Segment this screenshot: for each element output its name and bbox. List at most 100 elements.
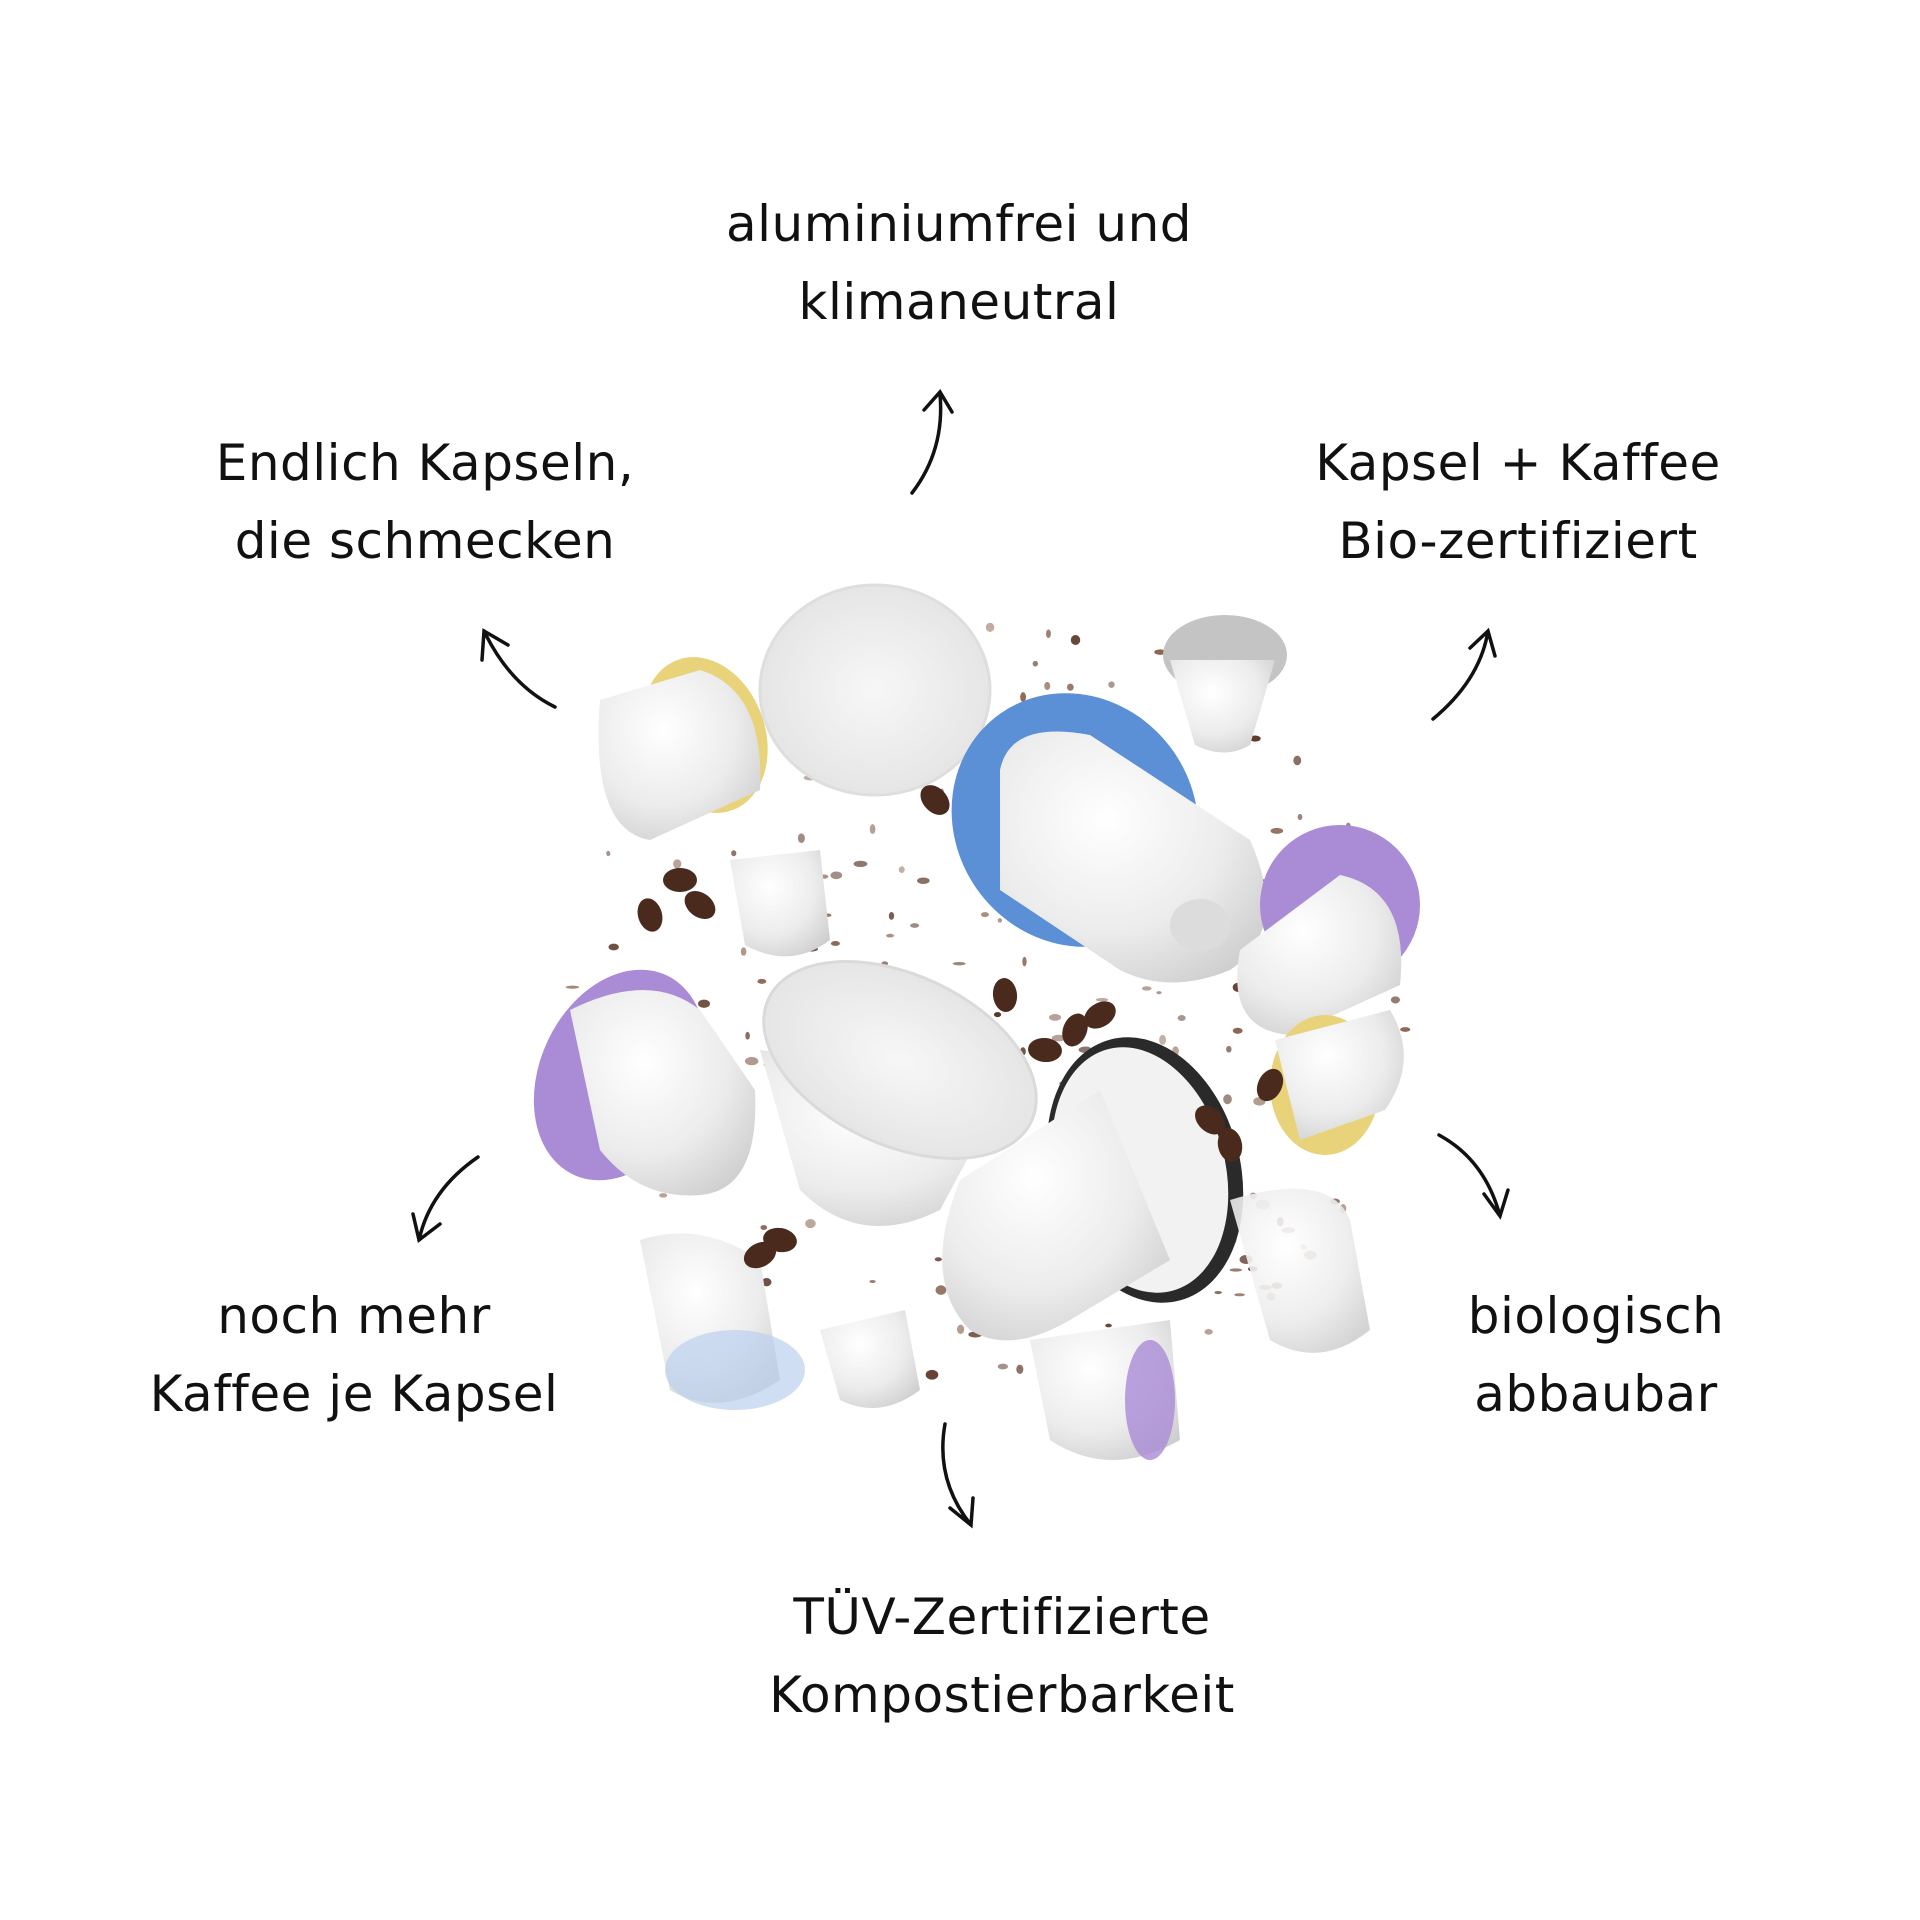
coffee-speck: [797, 833, 805, 844]
arrow-bottom-icon: [941, 1422, 975, 1529]
coffee-speck: [1293, 755, 1302, 766]
coffee-speck: [917, 877, 930, 884]
coffee-speck: [1226, 1045, 1232, 1053]
capsule-black-rim: [942, 1037, 1244, 1341]
coffee-bean: [1084, 1001, 1116, 1029]
coffee-speck: [888, 911, 895, 920]
coffee-speck: [997, 1363, 1009, 1370]
coffee-speck: [1156, 991, 1162, 995]
coffee-speck: [565, 985, 580, 989]
coffee-speck: [1229, 1268, 1243, 1272]
coffee-speck: [993, 1011, 1002, 1018]
coffee-speck: [1177, 1015, 1186, 1022]
coffee-speck: [1051, 1034, 1066, 1042]
coffee-speck: [1400, 1027, 1411, 1032]
coffee-speck: [608, 943, 619, 951]
coffee-bean: [743, 1241, 777, 1269]
coffee-bean: [637, 898, 663, 932]
feature-taste: Endlich Kapseln, die schmecken: [115, 424, 735, 580]
coffee-speck: [1044, 681, 1051, 691]
coffee-speck: [1070, 635, 1081, 645]
coffee-bean: [1028, 1037, 1062, 1063]
arrow-top-right-icon: [1431, 627, 1497, 721]
coffee-bean: [684, 890, 716, 920]
capsule-purple-right: [1237, 825, 1420, 1035]
coffee-speck: [1105, 1323, 1112, 1328]
coffee-speck: [853, 860, 868, 867]
coffee-speck: [830, 941, 840, 946]
feature-line: klimaneutral: [798, 273, 1120, 331]
feature-line: die schmecken: [234, 512, 616, 570]
coffee-bean: [1195, 1105, 1225, 1135]
coffee-speck: [1270, 827, 1284, 834]
coffee-speck: [997, 918, 1003, 923]
arrow-bottom-left-icon: [411, 1155, 480, 1244]
coffee-speck: [1046, 629, 1051, 639]
coffee-speck: [935, 1285, 947, 1295]
feature-line: biologisch: [1467, 1287, 1725, 1345]
coffee-speck: [985, 622, 995, 632]
capsule-bottom-small: [640, 850, 1370, 1460]
coffee-beans: [637, 785, 1284, 1269]
coffee-speck: [910, 923, 920, 928]
coffee-speck: [697, 999, 711, 1008]
coffee-speck: [1204, 1328, 1213, 1335]
coffee-speck: [1234, 1293, 1245, 1297]
coffee-speck: [659, 1193, 668, 1198]
coffee-speck: [1066, 683, 1074, 691]
coffee-speck: [1223, 1094, 1232, 1105]
coffee-speck: [1214, 1290, 1222, 1295]
coffee-speck: [1020, 692, 1027, 702]
feature-line: Kapsel + Kaffee: [1315, 434, 1721, 492]
coffee-speck: [1108, 681, 1115, 688]
coffee-speck: [1159, 1034, 1167, 1045]
capsule-filter-center: [760, 960, 1038, 1226]
coffee-speck: [745, 1031, 750, 1040]
capsule-yellow-right: [1270, 1010, 1404, 1155]
coffee-speck: [805, 1218, 816, 1229]
capsule-filter-top: [758, 583, 992, 797]
arrow-top-left-icon: [480, 628, 557, 709]
arrow-bottom-right-icon: [1437, 1133, 1510, 1220]
coffee-speck: [1022, 956, 1027, 967]
feature-line: Endlich Kapseln,: [215, 434, 635, 492]
coffee-speck: [1390, 996, 1400, 1004]
coffee-speck: [1032, 660, 1039, 667]
coffee-speck: [934, 1257, 942, 1262]
feature-aluminium-free: aluminiumfrei und klimaneutral: [649, 185, 1269, 341]
capsule-yellow-left: [598, 657, 768, 840]
coffee-speck: [886, 933, 895, 938]
feature-organic: Kapsel + Kaffee Bio-zertifiziert: [1208, 424, 1828, 580]
coffee-bean: [920, 785, 950, 815]
coffee-bean: [992, 978, 1018, 1012]
coffee-speck: [957, 1324, 965, 1334]
coffee-speck: [1095, 998, 1109, 1002]
coffee-speck: [1141, 986, 1152, 991]
coffee-speck: [757, 978, 767, 984]
feature-line: TÜV-Zertifizierte: [793, 1588, 1211, 1646]
coffee-speck: [760, 1225, 768, 1230]
coffee-speck: [869, 824, 876, 835]
coffee-speck: [1232, 1027, 1243, 1034]
feature-line: aluminiumfrei und: [725, 195, 1193, 253]
coffee-speck: [673, 859, 682, 869]
coffee-speck: [761, 1278, 772, 1287]
feature-more-coffee: noch mehr Kaffee je Kapsel: [44, 1277, 664, 1433]
capsule-purple-left: [533, 969, 756, 1196]
feature-line: Kaffee je Kapsel: [149, 1365, 559, 1423]
feature-line: noch mehr: [217, 1287, 491, 1345]
coffee-speck: [869, 1279, 876, 1284]
coffee-speck: [744, 1056, 759, 1066]
capsule-gray-small: [1163, 615, 1287, 753]
coffee-speck: [731, 850, 737, 857]
coffee-bean: [1256, 1068, 1284, 1102]
coffee-bean: [1217, 1128, 1243, 1162]
coffee-bean: [1062, 1013, 1088, 1047]
coffee-speck: [606, 850, 611, 857]
coffee-bean: [663, 868, 697, 892]
coffee-speck: [925, 1369, 939, 1380]
coffee-speck: [1016, 1364, 1024, 1375]
coffee-speck: [980, 912, 989, 918]
coffee-speck: [952, 961, 966, 966]
